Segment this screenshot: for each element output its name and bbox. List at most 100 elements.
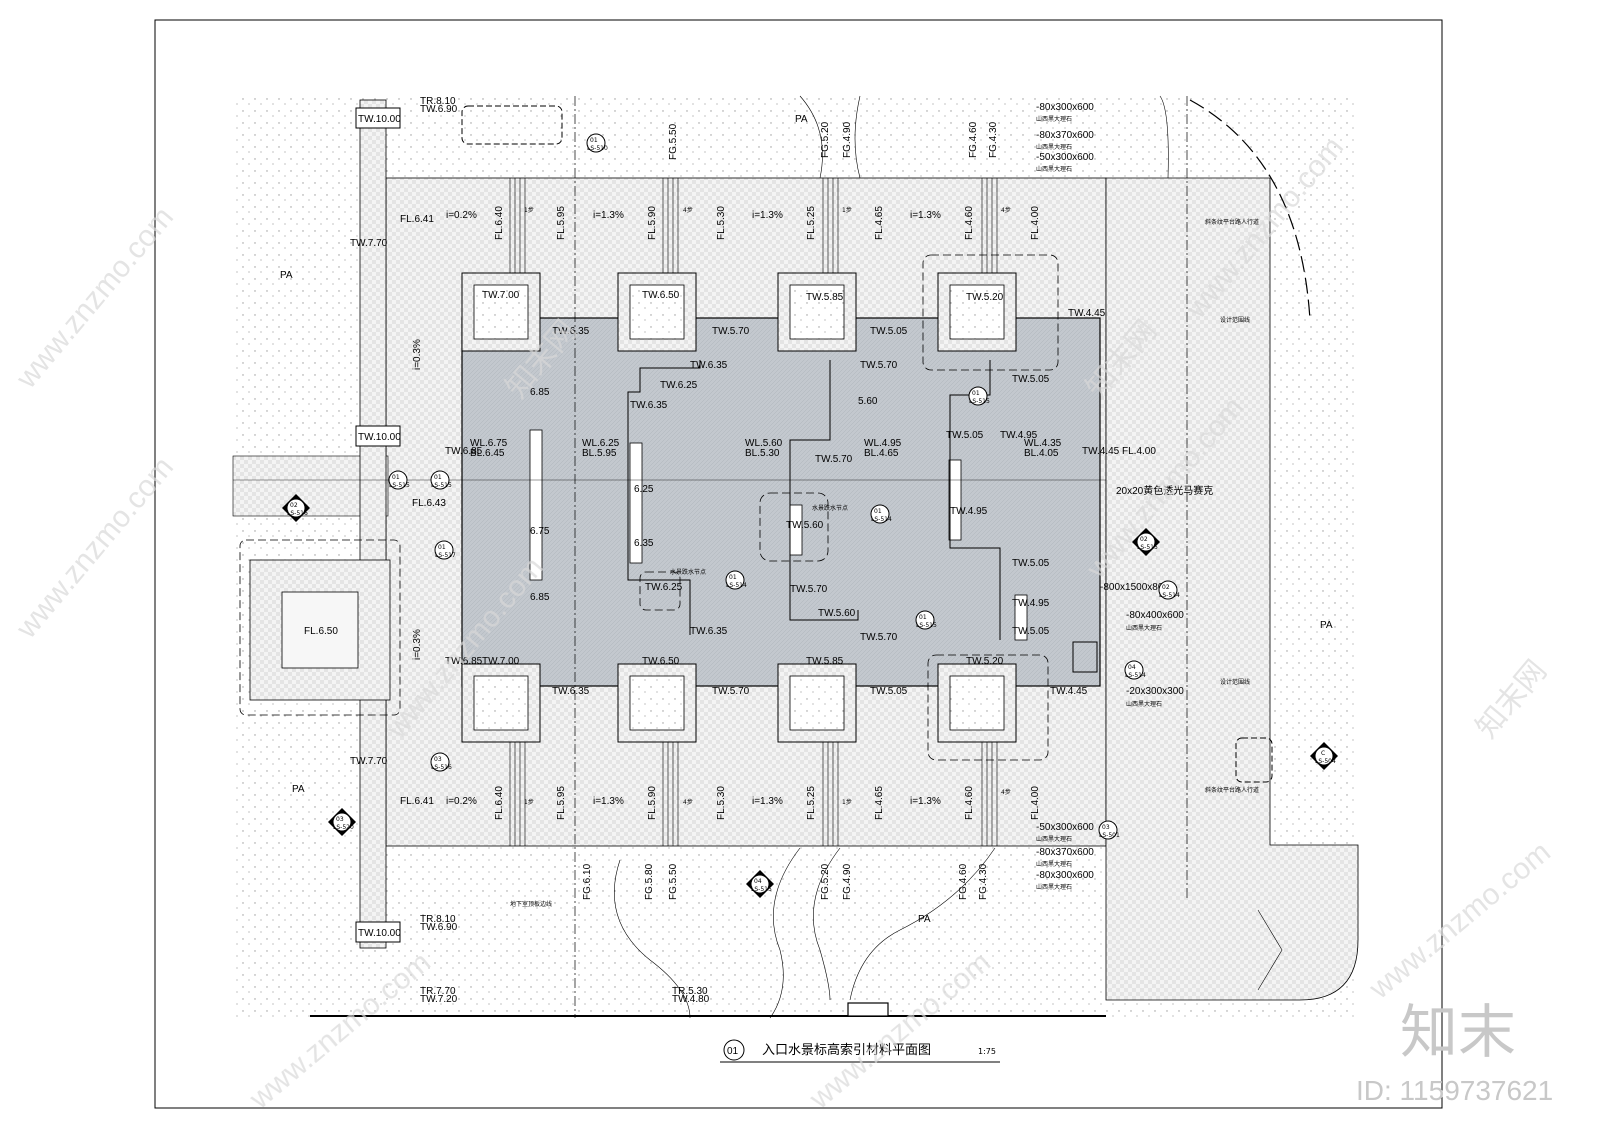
svg-text:01: 01	[874, 508, 882, 515]
svg-text:01: 01	[434, 474, 442, 481]
label-fl: FL.5.95	[556, 206, 567, 240]
label-v: 6.85	[530, 387, 550, 398]
label-tw650: TW.6.50	[642, 656, 680, 667]
svg-text:01: 01	[972, 390, 980, 397]
label-fg: FG.4.30	[988, 121, 999, 158]
label-wl: WL.4.35	[1024, 438, 1062, 449]
label-tw445: TW.4.45	[1050, 686, 1088, 697]
pool-water	[461, 317, 1101, 687]
id-watermark: ID: 1159737621	[1356, 1075, 1553, 1106]
callout-boundary: 设计范围线	[1220, 316, 1250, 324]
label-pa: PA	[918, 914, 931, 925]
callout-bubble: 03 LS-516	[430, 752, 452, 772]
label-tw635: TW.6.35	[552, 326, 590, 337]
callout-bubble: 02 LS-516	[282, 494, 310, 522]
label-tw635: TW.6.35	[690, 360, 728, 371]
label-fl: FL.5.90	[647, 206, 658, 240]
label-wl: WL.5.60	[745, 438, 783, 449]
label-step: 1步	[842, 206, 852, 214]
label-tw505: TW.5.05	[946, 430, 984, 441]
label-fg: FG.4.60	[958, 863, 969, 900]
svg-text:www.znzmo.com: www.znzmo.com	[9, 201, 180, 395]
gate-structure	[249, 559, 391, 701]
label-slope: i=1.3%	[593, 796, 624, 807]
callout-bubble: 01 LS-515	[915, 610, 937, 630]
svg-text:LS-515: LS-515	[969, 398, 990, 405]
svg-text:LS-516: LS-516	[287, 510, 308, 517]
svg-text:LS-515: LS-515	[916, 622, 937, 629]
label-fl: FL.5.30	[716, 206, 727, 240]
svg-text:C: C	[1321, 750, 1325, 757]
label-pa: PA	[1320, 620, 1333, 631]
label-bl: BL.6.45	[470, 448, 505, 459]
svg-text:03: 03	[1102, 824, 1110, 831]
label-tw650: TW.6.50	[642, 290, 680, 301]
svg-text:LS-517: LS-517	[435, 552, 456, 559]
svg-text:LS-515: LS-515	[389, 482, 410, 489]
callout-material: -80x300x600	[1036, 870, 1094, 881]
callout-walk: 斜条纹平台路人行道	[1205, 786, 1259, 794]
label-fl400: FL.4.00	[1122, 446, 1156, 457]
label-fg: FG.5.50	[668, 863, 679, 900]
label-tw505: TW.5.05	[1012, 558, 1050, 569]
callout-stone: 山西黑大理石	[1036, 883, 1072, 891]
callout-bubble: 01 LS-515	[430, 470, 452, 490]
label-fl: FL.4.00	[1030, 786, 1041, 820]
label-fg: FG.5.80	[644, 863, 655, 900]
label-tw570: TW.5.70	[712, 686, 750, 697]
callout-stone: 山西黑大理石	[1126, 624, 1162, 632]
callout-bubble: 01 LS-515	[968, 386, 990, 406]
svg-text:LS-515: LS-515	[1137, 544, 1158, 551]
callout-material: -80x400x600	[1126, 610, 1184, 621]
label-fl: FL.4.00	[1030, 206, 1041, 240]
label-tr530: TR.5.30	[672, 986, 708, 997]
label-tr810: TR.8.10	[420, 914, 456, 925]
label-fl: FL.5.25	[806, 206, 817, 240]
callout-bubble: 01 LS-515	[388, 470, 410, 490]
label-step: 4步	[683, 798, 693, 806]
label-wl: WL.6.25	[582, 438, 620, 449]
label-bl: BL.5.30	[745, 448, 780, 459]
label-fl641: FL.6.41	[400, 796, 434, 807]
label-tw770: TW.7.70	[350, 756, 388, 767]
label-tw625: TW.6.25	[645, 582, 683, 593]
callout-bubble: 01 LS-514	[870, 504, 892, 524]
callout-bubble: C LS-504	[1310, 742, 1338, 770]
label-slope: i=0.3%	[412, 339, 423, 370]
label-fg: FG.5.20	[820, 121, 831, 158]
label-fl643: FL.6.43	[412, 498, 446, 509]
svg-text:www.znzmo.com: www.znzmo.com	[1363, 835, 1557, 1006]
svg-text:02: 02	[290, 502, 298, 509]
label-fl: FL.5.30	[716, 786, 727, 820]
label-tw585: TW.5.85	[806, 656, 844, 667]
label-tw570: TW.5.70	[860, 360, 898, 371]
label-tw570: TW.5.70	[815, 454, 853, 465]
label-tw720: TW.7.20	[420, 994, 458, 1005]
label-bl: BL.4.05	[1024, 448, 1059, 459]
label-slope: i=1.3%	[910, 210, 941, 221]
label-fl: FL.5.95	[556, 786, 567, 820]
label-tw505: TW.5.05	[870, 686, 908, 697]
svg-text:LS-514: LS-514	[726, 582, 747, 589]
label-slope: i=0.2%	[446, 796, 477, 807]
callout-boundary: 设计范围线	[1220, 678, 1250, 686]
callout-stone: 山西黑大理石	[1036, 143, 1072, 151]
callout-bubble: 03 LS-501	[1098, 820, 1120, 840]
label-tw570: TW.5.70	[790, 584, 828, 595]
label-v: 5.60	[858, 396, 878, 407]
svg-text:01: 01	[438, 544, 446, 551]
label-tw480: TW.4.80	[672, 994, 710, 1005]
callout-material: -800x1500x800	[1100, 582, 1169, 593]
label-tw570: TW.5.70	[712, 326, 750, 337]
label-fg: FG.4.90	[842, 121, 853, 158]
label-pa: PA	[280, 270, 293, 281]
label-slope: i=1.3%	[752, 210, 783, 221]
svg-text:01: 01	[919, 614, 927, 621]
label-step: 4步	[1001, 206, 1011, 214]
label-tw700: TW.7.00	[482, 656, 520, 667]
label-slope: i=1.3%	[910, 796, 941, 807]
label-fl: FL.5.25	[806, 786, 817, 820]
label-wl: WL.4.95	[864, 438, 902, 449]
callout-material: 20x20黄色透光马赛克	[1116, 484, 1213, 497]
title-text: 入口水景标高索引材料平面图	[762, 1042, 931, 1058]
